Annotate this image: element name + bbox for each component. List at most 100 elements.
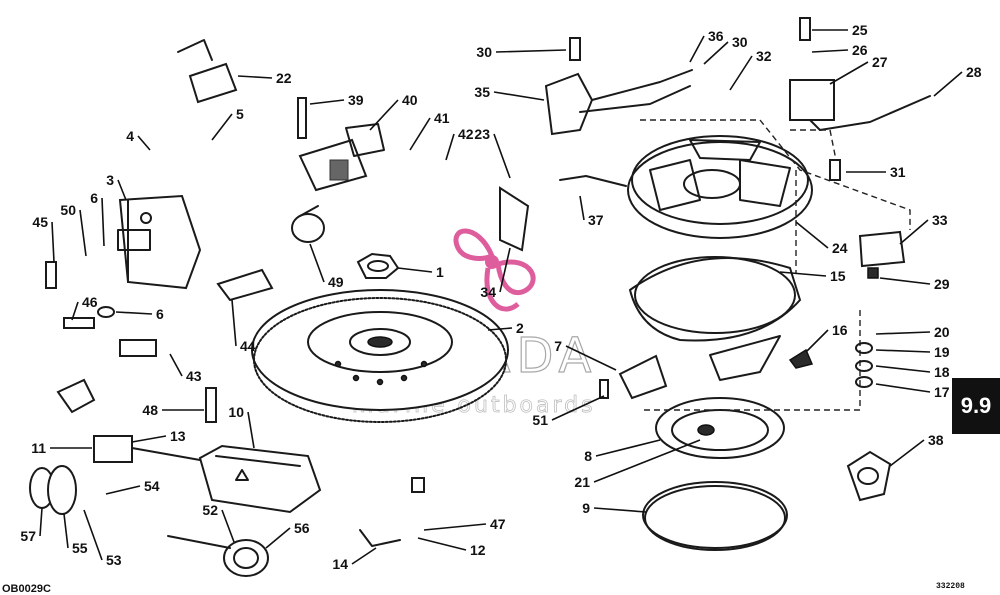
callout-42: 42 [458,126,474,142]
callout-leader-42 [445,133,455,161]
callout-11: 11 [31,440,46,456]
callout-5: 5 [236,106,244,122]
callout-1: 1 [436,264,444,280]
callout-leader-27 [829,61,869,85]
callout-36: 36 [708,28,724,44]
callout-leader-2 [487,327,513,331]
callout-leader-57 [39,507,43,537]
callout-14: 14 [332,556,348,572]
callout-leader-32 [729,55,753,91]
callout-leader-51 [551,395,605,421]
callout-leader-1 [397,267,433,273]
callout-8: 8 [584,448,592,464]
callout-leader-30 [703,41,729,65]
grommets [56,268,274,414]
callout-leader-40 [369,99,399,131]
callout-leader-44 [231,299,237,347]
hose [559,175,627,187]
callout-54: 54 [144,478,160,494]
trigger-coil [789,79,931,131]
ignition-coil [117,194,202,290]
callout-leader-20 [875,331,931,335]
callout-leader-12 [417,537,467,551]
callout-25: 25 [852,22,868,38]
callout-leader-46 [71,301,79,321]
stator-plate [627,135,813,239]
callout-10: 10 [228,404,244,420]
section-number-badge: 9.9 [952,378,1000,434]
callout-28: 28 [966,64,982,80]
callout-37: 37 [588,212,604,228]
callout-32: 32 [756,48,772,64]
timer-link [618,354,668,400]
callout-leader-22 [237,75,273,79]
callout-51: 51 [532,412,548,428]
callout-leader-3 [117,179,127,201]
callout-30: 30 [476,44,492,60]
callout-leader-9 [593,507,647,513]
callout-45: 45 [32,214,48,230]
callout-2: 2 [516,320,524,336]
callout-leader-29 [879,277,931,285]
callout-21: 21 [574,474,590,490]
callout-40: 40 [402,92,418,108]
callout-leader-19 [875,349,931,353]
callout-leader-49 [309,243,325,283]
hardware [29,17,879,547]
callout-leader-53 [83,509,103,561]
callout-leader-28 [933,71,963,97]
callout-leader-39 [309,99,345,105]
capacitor [499,186,530,252]
callout-20: 20 [934,324,950,340]
document-code: OB0029C [2,583,51,595]
callout-leader-36 [689,35,705,63]
callout-leader-5 [211,113,233,141]
bushing [846,450,892,502]
propeller-logo [453,228,536,312]
callout-leader-41 [409,117,431,151]
callout-57: 57 [20,528,36,544]
callout-7: 7 [554,338,562,354]
callout-leader-37 [579,195,585,221]
callout-38: 38 [928,432,944,448]
callout-17: 17 [934,384,950,400]
callout-leader-47 [423,523,487,531]
callout-leader-16 [805,329,829,353]
callout-leaders [39,29,963,565]
callout-55: 55 [72,540,88,556]
retainer-ring [628,256,802,381]
callout-12: 12 [470,542,486,558]
print-code: 332208 [936,582,965,591]
callout-41: 41 [434,110,450,126]
callout-46: 46 [82,294,98,310]
callout-leader-6 [115,311,153,315]
bracket [858,230,906,268]
callout-leader-8 [595,439,661,457]
retaining-ring [642,481,788,551]
callout-15: 15 [830,268,846,284]
callout-6: 6 [156,306,164,322]
callout-35: 35 [474,84,490,100]
callout-9: 9 [582,500,590,516]
callout-leader-45 [51,221,55,263]
callout-leader-7 [565,345,617,371]
callout-leader-54 [105,485,141,495]
callout-31: 31 [890,164,906,180]
callout-47: 47 [490,516,506,532]
callout-43: 43 [186,368,202,384]
boot [177,39,238,104]
callout-labels: 1234566789101112131415161718192021222324… [20,22,981,572]
callout-leader-52 [221,509,235,543]
callout-26: 26 [852,42,868,58]
callout-13: 13 [170,428,186,444]
callout-56: 56 [294,520,310,536]
clamp [291,205,325,243]
callout-44: 44 [240,338,256,354]
callout-leader-4 [137,135,151,151]
callout-leader-26 [811,49,849,53]
terminal-block [93,435,201,463]
callout-3: 3 [106,172,114,188]
callout-29: 29 [934,276,950,292]
callout-leader-38 [889,439,925,467]
